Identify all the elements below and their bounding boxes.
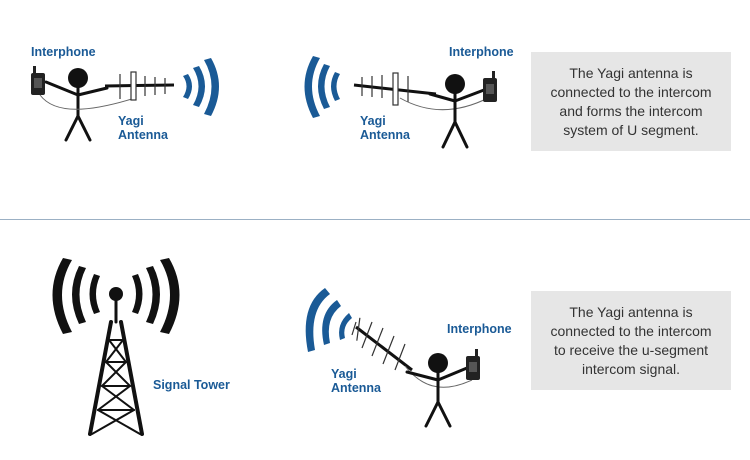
top-middle-signal-waves-icon xyxy=(304,56,340,118)
bottom-middle-signal-waves-icon xyxy=(305,288,352,352)
bottom-middle-antenna-label-line2: Antenna xyxy=(331,381,381,395)
signal-tower-icon xyxy=(88,287,144,436)
top-left-antenna-cable xyxy=(39,94,136,110)
section-divider xyxy=(0,219,750,220)
top-middle-antenna-label: Yagi Antenna xyxy=(360,114,410,142)
top-middle-interphone-label: Interphone xyxy=(449,45,514,59)
top-caption-line1: The Yagi antenna is xyxy=(569,64,693,81)
top-middle-yagi-antenna xyxy=(353,72,437,106)
top-caption-box: The Yagi antenna is connected to the int… xyxy=(531,52,731,151)
top-caption-line2: connected to the intercom xyxy=(550,83,712,100)
top-left-antenna-label-line2: Antenna xyxy=(118,128,168,142)
tower-signal-waves-icon xyxy=(52,258,180,334)
bottom-caption-line4: intercom signal. xyxy=(581,360,681,377)
bottom-middle-antenna-label: Yagi Antenna xyxy=(331,367,381,395)
bottom-middle-antenna-label-line1: Yagi xyxy=(331,367,357,381)
bottom-middle-yagi-antenna xyxy=(351,317,413,372)
top-left-yagi-antenna xyxy=(104,71,175,101)
top-middle-antenna-label-line1: Yagi xyxy=(360,114,386,128)
top-left-interphone-label: Interphone xyxy=(31,45,96,59)
top-left-signal-waves-icon xyxy=(183,58,219,116)
top-caption-line4: system of U segment. xyxy=(563,121,699,138)
bottom-caption-box: The Yagi antenna is connected to the int… xyxy=(531,291,731,390)
top-left-antenna-label: Yagi Antenna xyxy=(118,114,168,142)
bottom-caption-line2: connected to the intercom xyxy=(550,322,712,339)
top-middle-antenna-cable xyxy=(399,97,489,111)
top-middle-antenna-label-line2: Antenna xyxy=(360,128,410,142)
top-middle-walkie-talkie-icon xyxy=(483,71,497,102)
bottom-middle-person-figure xyxy=(405,353,469,428)
signal-tower-label: Signal Tower xyxy=(153,378,230,392)
top-caption-line3: and forms the intercom xyxy=(559,102,703,119)
bottom-caption-line3: to receive the u-segment xyxy=(553,341,709,358)
top-left-walkie-talkie-icon xyxy=(31,66,45,95)
bottom-middle-walkie-talkie-icon xyxy=(466,349,480,380)
bottom-middle-interphone-label: Interphone xyxy=(447,322,512,336)
bottom-caption-line1: The Yagi antenna is xyxy=(569,303,693,320)
top-middle-person-figure xyxy=(428,74,486,149)
top-left-antenna-label-line1: Yagi xyxy=(118,114,144,128)
top-left-person-figure xyxy=(44,68,109,142)
